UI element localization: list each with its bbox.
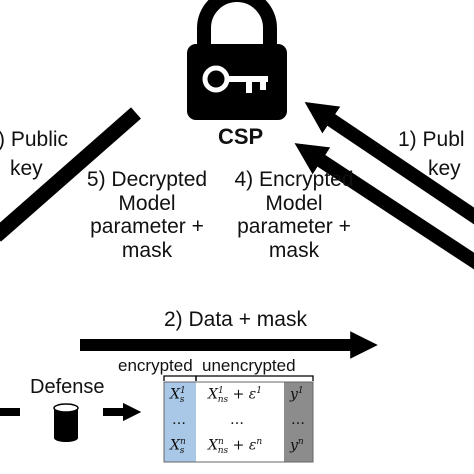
table-cell-y-1: y1 xyxy=(290,386,304,403)
encrypted-column xyxy=(164,382,196,462)
encrypted-model-label: 4) Encrypted Model parameter + mask xyxy=(224,168,364,262)
table-cell-xs-3: Xns xyxy=(170,437,186,457)
encrypted-label: encrypted xyxy=(118,356,193,375)
table-border xyxy=(163,381,314,463)
decrypted-line3: parameter + xyxy=(90,215,204,239)
right-lower-arrow xyxy=(294,143,474,270)
encrypted-line2: Model xyxy=(265,191,323,215)
data-table xyxy=(163,381,314,463)
encrypted-line1: 4) Encrypted xyxy=(234,168,354,191)
encrypted-bracket xyxy=(163,375,197,381)
csp-label: CSP xyxy=(218,124,264,149)
database-cylinder-icon xyxy=(53,403,79,442)
table-cell-y-2: … xyxy=(291,412,305,428)
encrypted-line3: parameter + xyxy=(237,215,351,239)
table-cell-y-3: yn xyxy=(290,437,304,454)
decrypted-model-label: 5) Decrypted Model parameter + mask xyxy=(76,168,218,262)
unencrypted-label: unencrypted xyxy=(202,356,296,375)
defense-label: Defense xyxy=(30,376,105,398)
table-cell-xns-1: X1ns + ε1 xyxy=(208,386,263,406)
right-public-key-line1: 1) Publ xyxy=(398,128,465,151)
decrypted-line2: Model xyxy=(118,191,176,215)
decrypted-line4: mask xyxy=(121,238,173,262)
left-key-arrow xyxy=(0,107,141,242)
data-mask-label: 2) Data + mask xyxy=(164,308,307,331)
table-cell-xs-1: X1s xyxy=(170,386,186,406)
left-public-key-line1: ) Public xyxy=(0,128,69,151)
right-public-key-line2: key xyxy=(428,157,461,180)
decrypted-line1: 5) Decrypted xyxy=(86,168,208,191)
unencrypted-bracket xyxy=(195,375,314,381)
table-cell-xns-2: … xyxy=(230,412,244,428)
table-cell-xns-3: Xnns + εn xyxy=(208,437,263,457)
lock-with-key-icon xyxy=(187,0,287,120)
label-column xyxy=(284,382,313,462)
left-public-key-line2: key xyxy=(10,157,43,180)
right-upper-arrow xyxy=(304,102,474,225)
encrypted-line4: mask xyxy=(268,238,320,262)
plain-column xyxy=(196,382,284,462)
table-cell-xs-2: … xyxy=(172,412,186,428)
